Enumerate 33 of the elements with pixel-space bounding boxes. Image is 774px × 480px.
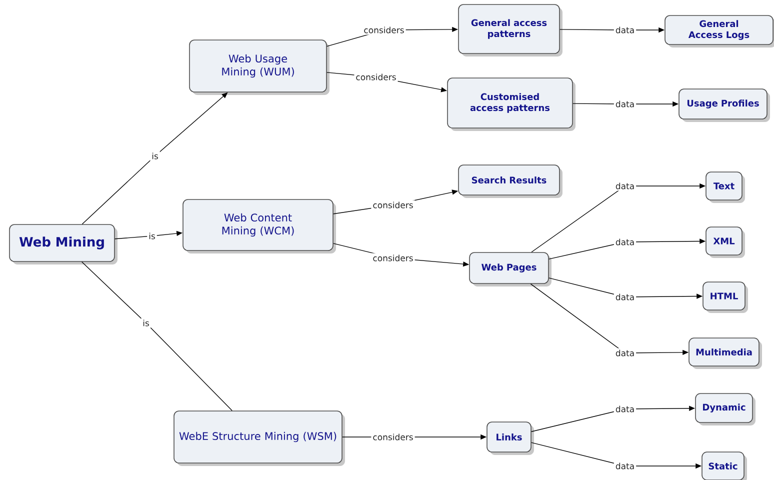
edge-label: data bbox=[614, 237, 636, 247]
edge-label: data bbox=[614, 25, 636, 35]
concept-box: HTML bbox=[702, 282, 748, 313]
concept-box: Web Usage Mining (WUM) bbox=[189, 40, 330, 95]
concept-box: WebE Structure Mining (WSM) bbox=[174, 410, 345, 466]
concept-box: General Access Logs bbox=[664, 15, 774, 48]
edge-label: data bbox=[614, 461, 636, 471]
concept-box: Web Content Mining (WCM) bbox=[182, 199, 336, 254]
edge-label: is bbox=[141, 318, 151, 328]
concept-box: Customised access patterns bbox=[447, 78, 576, 131]
edge-label: is bbox=[150, 151, 160, 161]
concept-box: Static bbox=[702, 452, 747, 480]
edge-label: data bbox=[614, 404, 636, 414]
edge-label: data bbox=[614, 292, 636, 302]
edge-label: considers bbox=[371, 200, 415, 210]
edge-label: data bbox=[614, 181, 636, 191]
concept-box: XML bbox=[706, 226, 745, 258]
concept-box: Links bbox=[486, 422, 534, 455]
concept-box: General access patterns bbox=[458, 4, 562, 56]
concept-box: Search Results bbox=[458, 164, 562, 198]
edge-label: considers bbox=[371, 253, 415, 263]
concept-box: Usage Profiles bbox=[678, 88, 770, 122]
concept-box: Web Mining bbox=[9, 224, 118, 264]
edge-label: considers bbox=[354, 72, 398, 82]
edge-label: data bbox=[614, 99, 636, 109]
edge-label: considers bbox=[362, 25, 406, 35]
concept-box: Dynamic bbox=[695, 393, 756, 426]
concept-box: Web Pages bbox=[469, 252, 552, 286]
edge-label: is bbox=[147, 231, 157, 241]
edge-label: considers bbox=[371, 432, 415, 442]
concept-box: Text bbox=[706, 172, 745, 203]
concept-box: Multimedia bbox=[688, 338, 762, 369]
edge-label: data bbox=[614, 348, 636, 358]
